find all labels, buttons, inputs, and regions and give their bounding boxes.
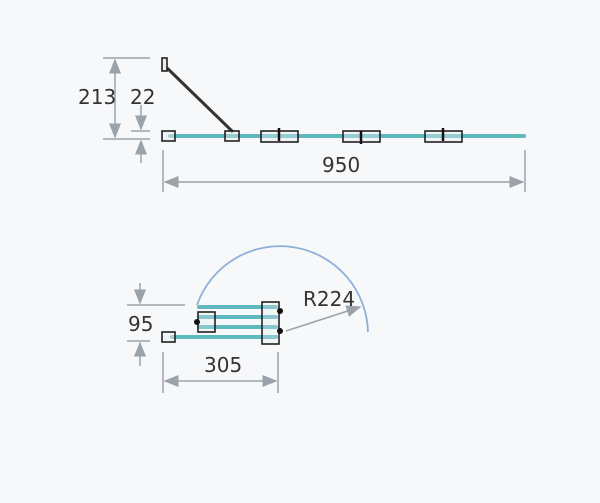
hinge-stack [261, 301, 280, 345]
hinge-stack [197, 311, 216, 333]
wall-profile [161, 130, 176, 142]
dimension-22: 22 [130, 85, 155, 163]
folded-view: 95 R224 305 [127, 245, 369, 393]
dimension-950: 950 [162, 150, 526, 192]
hinge [260, 128, 299, 143]
arm-clamp [224, 130, 240, 142]
height-label: 213 [78, 85, 116, 109]
dimension-95: 95 [127, 283, 185, 366]
hinge [424, 128, 463, 143]
depth-label: 95 [128, 312, 153, 336]
radius-arrow [285, 305, 362, 332]
dimension-213: 213 [78, 57, 150, 140]
width-label: 950 [322, 153, 360, 177]
radius-label: R224 [303, 287, 355, 311]
open-view: 213 22 950 [78, 57, 526, 192]
support-arm [165, 66, 235, 134]
hinge [342, 130, 381, 144]
dimension-305: 305 [162, 352, 279, 393]
wall-bracket [161, 57, 168, 72]
wall-profile [161, 331, 176, 343]
swing-arc [196, 245, 369, 333]
offset-label: 22 [130, 85, 155, 109]
folded-width-label: 305 [204, 353, 242, 377]
